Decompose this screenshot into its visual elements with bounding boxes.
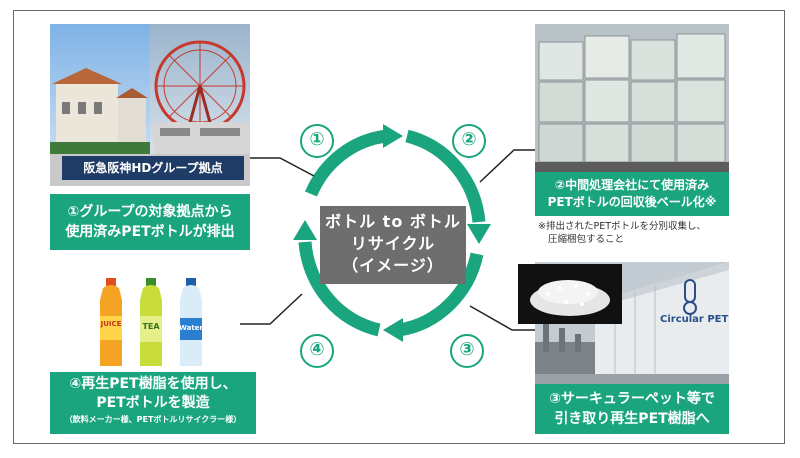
step4-sub-caption: （飲料メーカー様、PETボトルリサイクラー様） — [64, 415, 242, 424]
recycle-cycle — [293, 124, 491, 342]
step2-note-line1: ※排出されたPETボトルを分別収集し、 — [538, 221, 706, 232]
cycle-arrow-4 — [293, 220, 317, 240]
center-label-line3: （イメージ） — [342, 256, 444, 275]
step3-caption: ③サーキュラーペット等で 引き取り再生PET樹脂へ — [535, 384, 729, 434]
step1-caption-line1: ①グループの対象拠点から — [67, 204, 233, 220]
group-site-sign: 阪急阪神HDグループ拠点 — [62, 156, 244, 180]
bottles-illustration: JUICE TEA Water — [94, 278, 224, 370]
resin-pellets-illustration — [518, 264, 622, 324]
connector-step4 — [240, 293, 303, 325]
connector-step1 — [250, 157, 315, 177]
step-number-1: ① — [300, 124, 334, 158]
juice-label: JUICE — [100, 320, 122, 328]
tea-label: TEA — [142, 322, 160, 331]
cycle-arrow-3 — [383, 318, 403, 342]
step1-caption-line2: 使用済みPETボトルが排出 — [65, 224, 235, 240]
recycling-plant-photo — [535, 262, 729, 384]
step4-caption-line2: PETボトルを製造 — [96, 395, 210, 411]
step2-note-line2: 圧縮梱包すること — [548, 234, 625, 245]
center-label: ボトル to ボトル リサイクル （イメージ） — [320, 206, 466, 284]
step3-caption-line2: 引き取り再生PET樹脂へ — [554, 411, 710, 427]
step2-caption: ②中間処理会社にて使用済み PETボトルの回収後ベール化※ — [535, 172, 729, 216]
center-label-line2: リサイクル — [350, 234, 436, 253]
cycle-arc-4 — [298, 241, 381, 337]
step1-caption: ①グループの対象拠点から 使用済みPETボトルが排出 — [50, 194, 250, 250]
cycle-arc-1 — [305, 129, 388, 197]
cycle-arrow-2 — [467, 224, 491, 244]
center-label-line1: ボトル to ボトル — [325, 212, 461, 231]
cycle-arrow-1 — [383, 124, 403, 148]
connector-step3 — [469, 305, 535, 331]
step-number-3: ③ — [450, 334, 484, 368]
cycle-arc-3 — [397, 252, 484, 337]
circular-pet-building-sign: Circular PET — [660, 314, 729, 325]
bale-photo — [535, 24, 729, 172]
step-number-4: ④ — [300, 334, 334, 368]
step2-caption-line1: ②中間処理会社にて使用済み — [554, 178, 710, 192]
step4-caption-line1: ④再生PET樹脂を使用し、 — [69, 376, 237, 392]
cycle-arc-2 — [405, 129, 486, 223]
step-number-2: ② — [452, 124, 486, 158]
water-label: Water — [179, 324, 203, 332]
plant-building-illustration — [535, 262, 729, 384]
connector-step2 — [479, 149, 535, 183]
step2-note: ※排出されたPETボトルを分別収集し、 圧縮梱包すること — [538, 220, 738, 246]
pellet-inset-photo — [518, 264, 622, 324]
step3-caption-line1: ③サーキュラーペット等で — [549, 391, 715, 407]
step4-caption: ④再生PET樹脂を使用し、 PETボトルを製造 （飲料メーカー様、PETボトルリ… — [50, 372, 256, 434]
step2-caption-line2: PETボトルの回収後ベール化※ — [547, 195, 717, 209]
bottle-bales-illustration — [535, 24, 729, 172]
